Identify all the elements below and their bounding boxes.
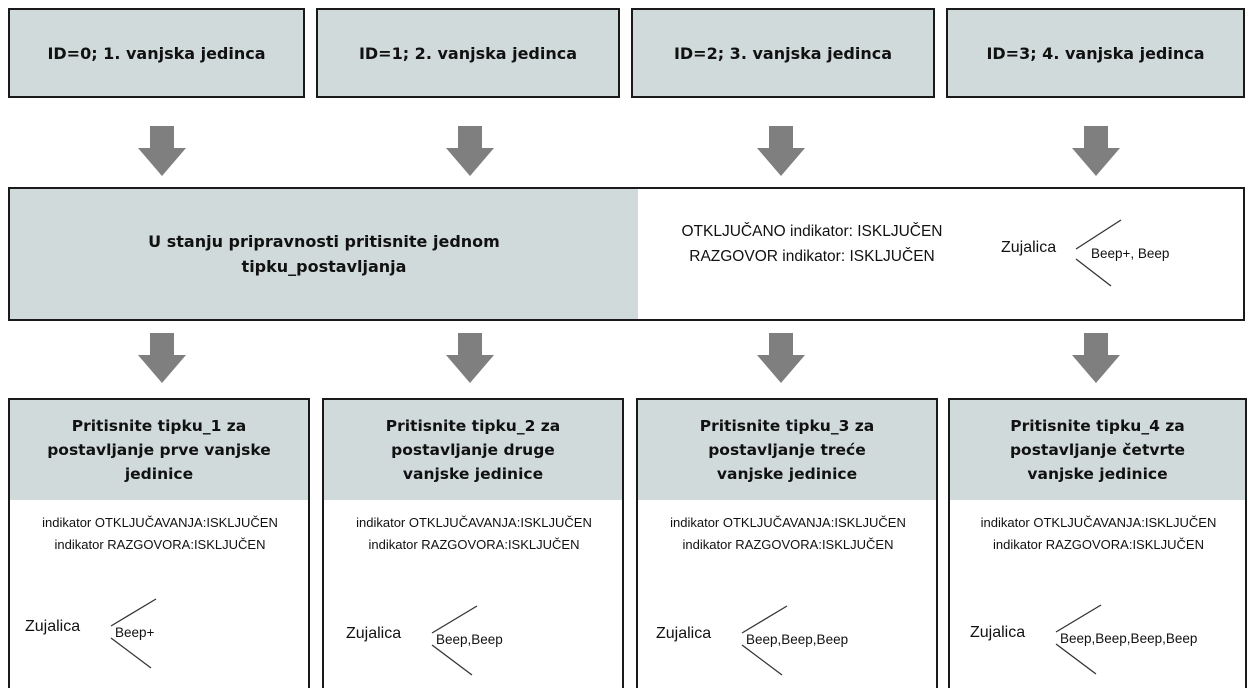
step-title: Pritisnite tipku_1 za postavljanje prve … [10, 400, 308, 500]
indicator-line: RAZGOVOR indikator: ISKLJUČEN [689, 248, 935, 265]
down-arrow-icon [1072, 333, 1120, 383]
step-title-line: jedinice [124, 465, 194, 483]
buzzer-group: Zujalica Beep+, Beep [1001, 213, 1201, 293]
indicator-line: indikator OTKLJUČAVANJA:ISKLJUČEN [356, 515, 592, 530]
step-indicators: indikator OTKLJUČAVANJA:ISKLJUČEN indika… [318, 512, 630, 556]
step-title-line: postavljanje treće [708, 441, 866, 459]
buzzer-beeps: Beep,Beep,Beep,Beep [1060, 631, 1198, 646]
step-title: Pritisnite tipku_2 za postavljanje druge… [324, 400, 622, 500]
standby-indicators: OTKLJUČANO indikator: ISKLJUČEN RAZGOVOR… [642, 219, 982, 269]
step-indicators: indikator OTKLJUČAVANJA:ISKLJUČEN indika… [632, 512, 944, 556]
buzzer-bracket-icon [431, 605, 478, 676]
buzzer-label: Zujalica [970, 624, 1026, 641]
buzzer-bracket-icon [741, 605, 788, 676]
buzzer-bracket-icon [1055, 604, 1102, 675]
standby-instruction-line: tipku_postavljanja [241, 257, 407, 276]
indicator-line: indikator OTKLJUČAVANJA:ISKLJUČEN [980, 515, 1217, 530]
unit-label: ID=3; 4. vanjska jedinca [986, 43, 1205, 63]
buzzer-label: Zujalica [656, 625, 712, 642]
down-arrow-icon [446, 126, 494, 176]
indicator-line: indikator OTKLJUČAVANJA:ISKLJUČEN [670, 515, 906, 530]
indicator-line: indikator RAZGOVORA:ISKLJUČEN [993, 537, 1204, 552]
buzzer-label: Zujalica [346, 625, 402, 642]
step-box-3: Pritisnite tipku_3 za postavljanje treće… [636, 398, 938, 688]
step-title-line: vanjske jedinice [1027, 465, 1168, 483]
buzzer-beeps: Beep,Beep [436, 632, 503, 647]
step-title-line: Pritisnite tipku_1 za [71, 417, 247, 435]
step-title: Pritisnite tipku_3 za postavljanje treće… [638, 400, 936, 500]
down-arrow-icon [757, 333, 805, 383]
buzzer-label: Zujalica [1001, 239, 1057, 256]
buzzer-bracket-icon [1075, 219, 1122, 287]
indicator-line: indikator RAZGOVORA:ISKLJUČEN [368, 537, 580, 552]
step-title-line: vanjske jedinice [402, 465, 544, 483]
step-title-line: postavljanje četvrte [1009, 441, 1186, 459]
step-title-line: Pritisnite tipku_2 za [385, 417, 561, 435]
buzzer-beeps: Beep+ [115, 625, 155, 640]
indicator-line: indikator RAZGOVORA:ISKLJUČEN [54, 537, 266, 552]
step-indicators: indikator OTKLJUČAVANJA:ISKLJUČEN indika… [4, 512, 316, 556]
buzzer-bracket-icon [110, 598, 157, 669]
unit-box-1: ID=1; 2. vanjska jedinca [316, 8, 620, 98]
step-indicators: indikator OTKLJUČAVANJA:ISKLJUČEN indika… [944, 512, 1253, 556]
buzzer-beeps: Beep,Beep,Beep [746, 632, 849, 647]
step-title-line: postavljanje druge [391, 441, 555, 459]
step-title-line: postavljanje prve vanjske [47, 441, 271, 459]
standby-instruction-line: U stanju pripravnosti pritisnite jednom [148, 232, 500, 251]
down-arrow-icon [138, 126, 186, 176]
unit-box-3: ID=3; 4. vanjska jedinca [946, 8, 1245, 98]
down-arrow-icon [446, 333, 494, 383]
step-box-2: Pritisnite tipku_2 za postavljanje druge… [322, 398, 624, 688]
buzzer-group: Zujalica Beep+ [25, 592, 225, 672]
down-arrow-icon [757, 126, 805, 176]
unit-box-2: ID=2; 3. vanjska jedinca [631, 8, 935, 98]
down-arrow-icon [138, 333, 186, 383]
buzzer-group: Zujalica Beep,Beep [346, 599, 546, 679]
step-title: Pritisnite tipku_4 za postavljanje četvr… [950, 400, 1245, 500]
indicator-line: indikator RAZGOVORA:ISKLJUČEN [682, 537, 894, 552]
unit-box-0: ID=0; 1. vanjska jedinca [8, 8, 305, 98]
buzzer-group: Zujalica Beep,Beep,Beep,Beep [970, 598, 1197, 678]
buzzer-group: Zujalica Beep,Beep,Beep [656, 599, 856, 679]
down-arrow-icon [1072, 126, 1120, 176]
step-title-line: vanjske jedinice [716, 465, 858, 483]
unit-label: ID=2; 3. vanjska jedinca [673, 43, 893, 63]
unit-label: ID=0; 1. vanjska jedinca [47, 43, 266, 63]
step-title-line: Pritisnite tipku_4 za [1010, 417, 1185, 435]
standby-instruction: U stanju pripravnosti pritisnite jednom … [10, 189, 638, 319]
step-box-1: Pritisnite tipku_1 za postavljanje prve … [8, 398, 310, 688]
step-title-line: Pritisnite tipku_3 za [699, 417, 875, 435]
step-box-4: Pritisnite tipku_4 za postavljanje četvr… [948, 398, 1247, 688]
standby-box: U stanju pripravnosti pritisnite jednom … [8, 187, 1245, 321]
indicator-line: indikator OTKLJUČAVANJA:ISKLJUČEN [42, 515, 278, 530]
buzzer-label: Zujalica [25, 618, 81, 635]
unit-label: ID=1; 2. vanjska jedinca [358, 43, 578, 63]
indicator-line: OTKLJUČANO indikator: ISKLJUČEN [681, 223, 943, 240]
buzzer-beeps: Beep+, Beep [1091, 246, 1170, 261]
